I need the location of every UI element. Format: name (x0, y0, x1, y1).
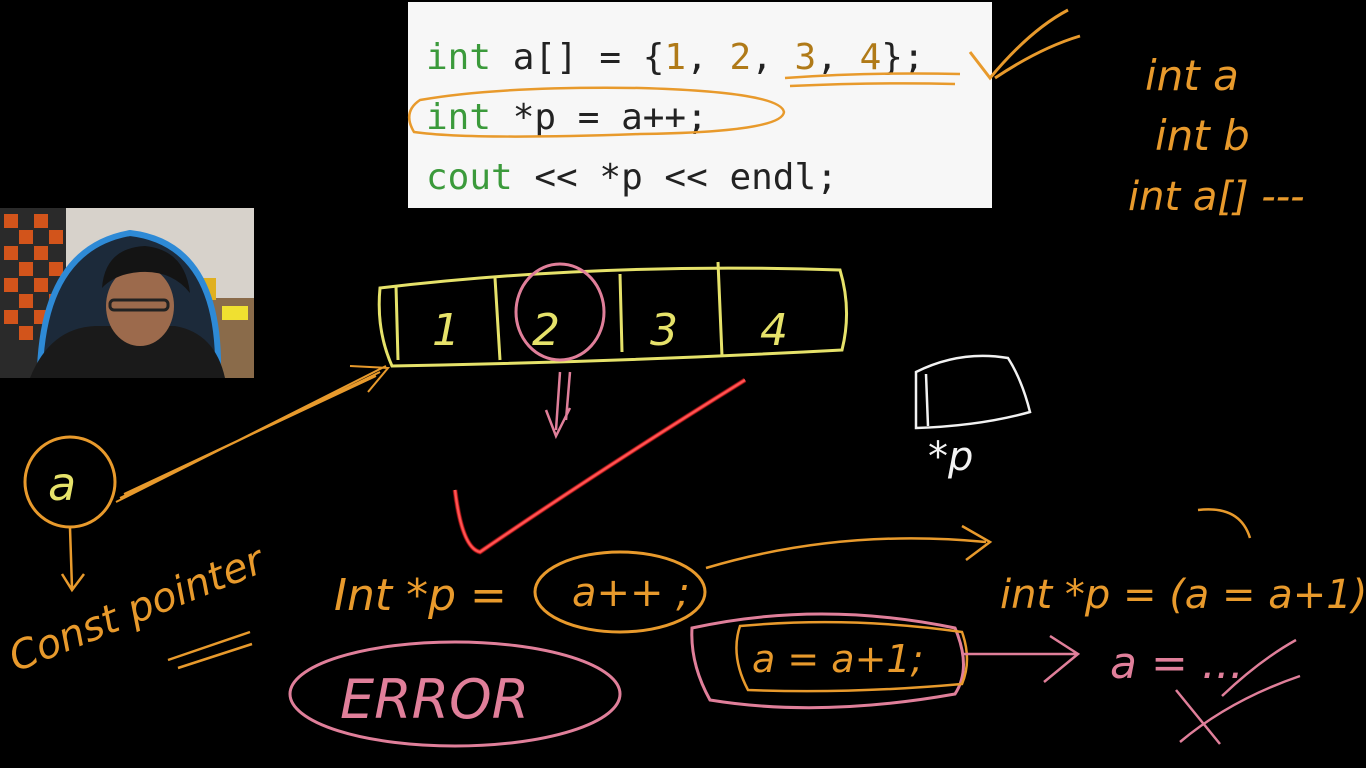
code-text: , (751, 37, 795, 78)
array-outline (377, 266, 848, 368)
code-keyword: cout (426, 157, 513, 198)
const-underline (167, 630, 253, 670)
note-stmt-left: Int *p = (334, 570, 507, 621)
array-cell-2: 2 (532, 305, 560, 356)
note-decl-array: int a[] --- (1128, 174, 1305, 220)
code-line-3: cout << *p << endl; (426, 148, 992, 208)
red-check-core (453, 378, 746, 554)
array-cell-4: 4 (760, 305, 788, 356)
assign-outer-circle (690, 612, 965, 710)
arrow-to-result (962, 634, 1081, 683)
note-error: ERROR (340, 668, 529, 731)
error-circle (288, 640, 622, 748)
note-assign-circled: a = a+1; (752, 637, 923, 681)
note-decl-b: int b (1155, 111, 1250, 160)
pointer-box-label: *p (928, 434, 973, 480)
paren-mark (1197, 508, 1252, 539)
webcam-video-inset (0, 208, 254, 378)
pointer-box (914, 354, 1032, 430)
code-snippet-panel: int a[] = {1, 2, 3, 4}; int *p = a++; co… (408, 2, 992, 208)
down-arrow (544, 371, 572, 440)
arrow-to-array (115, 365, 391, 503)
code-keyword: int (426, 97, 492, 138)
code-line-circle (407, 86, 786, 138)
code-keyword: int (426, 37, 492, 78)
cross-mark (1175, 638, 1301, 745)
note-const-pointer: Const pointer (3, 536, 273, 681)
stmt-circle (533, 550, 707, 634)
note-stmt-right: int *p = (a = a+1) (1000, 572, 1366, 618)
code-number: 1 (664, 37, 687, 78)
checkmark-stroke (968, 8, 1081, 81)
arrow-to-right-stmt (705, 524, 993, 570)
code-text: }; (881, 37, 925, 78)
code-line-1: int a[] = {1, 2, 3, 4}; (426, 28, 992, 88)
circle-a-label: a (48, 457, 76, 511)
array-cell-3: 3 (650, 305, 678, 356)
code-text: , (816, 37, 860, 78)
array-cell-1: 1 (432, 305, 460, 356)
code-text: , (686, 37, 730, 78)
code-text: << *p << endl; (512, 157, 838, 198)
code-number: 2 (729, 37, 752, 78)
note-decl-a: int a (1145, 51, 1239, 100)
code-text: a[] = { (491, 37, 665, 78)
cell-2-circle (514, 262, 606, 362)
array-dividers (394, 261, 724, 361)
note-stmt-circled: a++ ; (572, 570, 690, 616)
underline-stroke (784, 72, 961, 88)
code-number: 4 (859, 37, 882, 78)
assign-inner-circle (735, 620, 969, 693)
circle-a-outline (23, 435, 117, 529)
webcam-scene (0, 208, 254, 378)
note-assign-result: a = ... (1110, 638, 1244, 689)
code-number: 3 (794, 37, 817, 78)
arrow-down-const (60, 527, 85, 593)
